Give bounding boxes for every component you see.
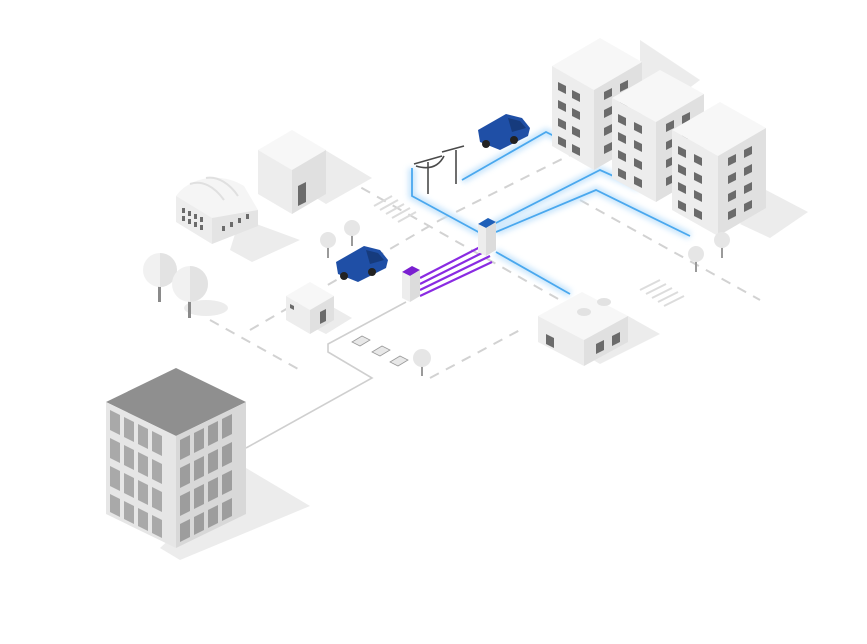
tree-icon [413,349,431,376]
fiber-bundle [419,243,493,297]
tree-icon [320,232,336,258]
crosswalk [373,195,685,307]
van-icon [478,114,530,150]
utility-pole-icon [413,145,465,194]
office-tower-icon [106,368,246,548]
tree-icon [714,232,730,258]
small-house-icon [286,282,334,334]
small-house-icon [258,130,326,214]
van-icon [336,246,388,282]
car-icon [371,345,391,357]
tree-icon [688,246,704,272]
tree-icon [172,266,208,318]
car-icon [351,335,371,347]
warehouse-icon [176,176,258,244]
cabinet-icon [402,266,420,302]
tree-icon [344,220,360,246]
small-house-icon [538,292,628,366]
apartment-building-icon [672,102,766,236]
tree-icon [143,253,177,302]
cabinet-icon [478,218,496,256]
car-icon [389,355,409,367]
copper-link [245,301,407,449]
